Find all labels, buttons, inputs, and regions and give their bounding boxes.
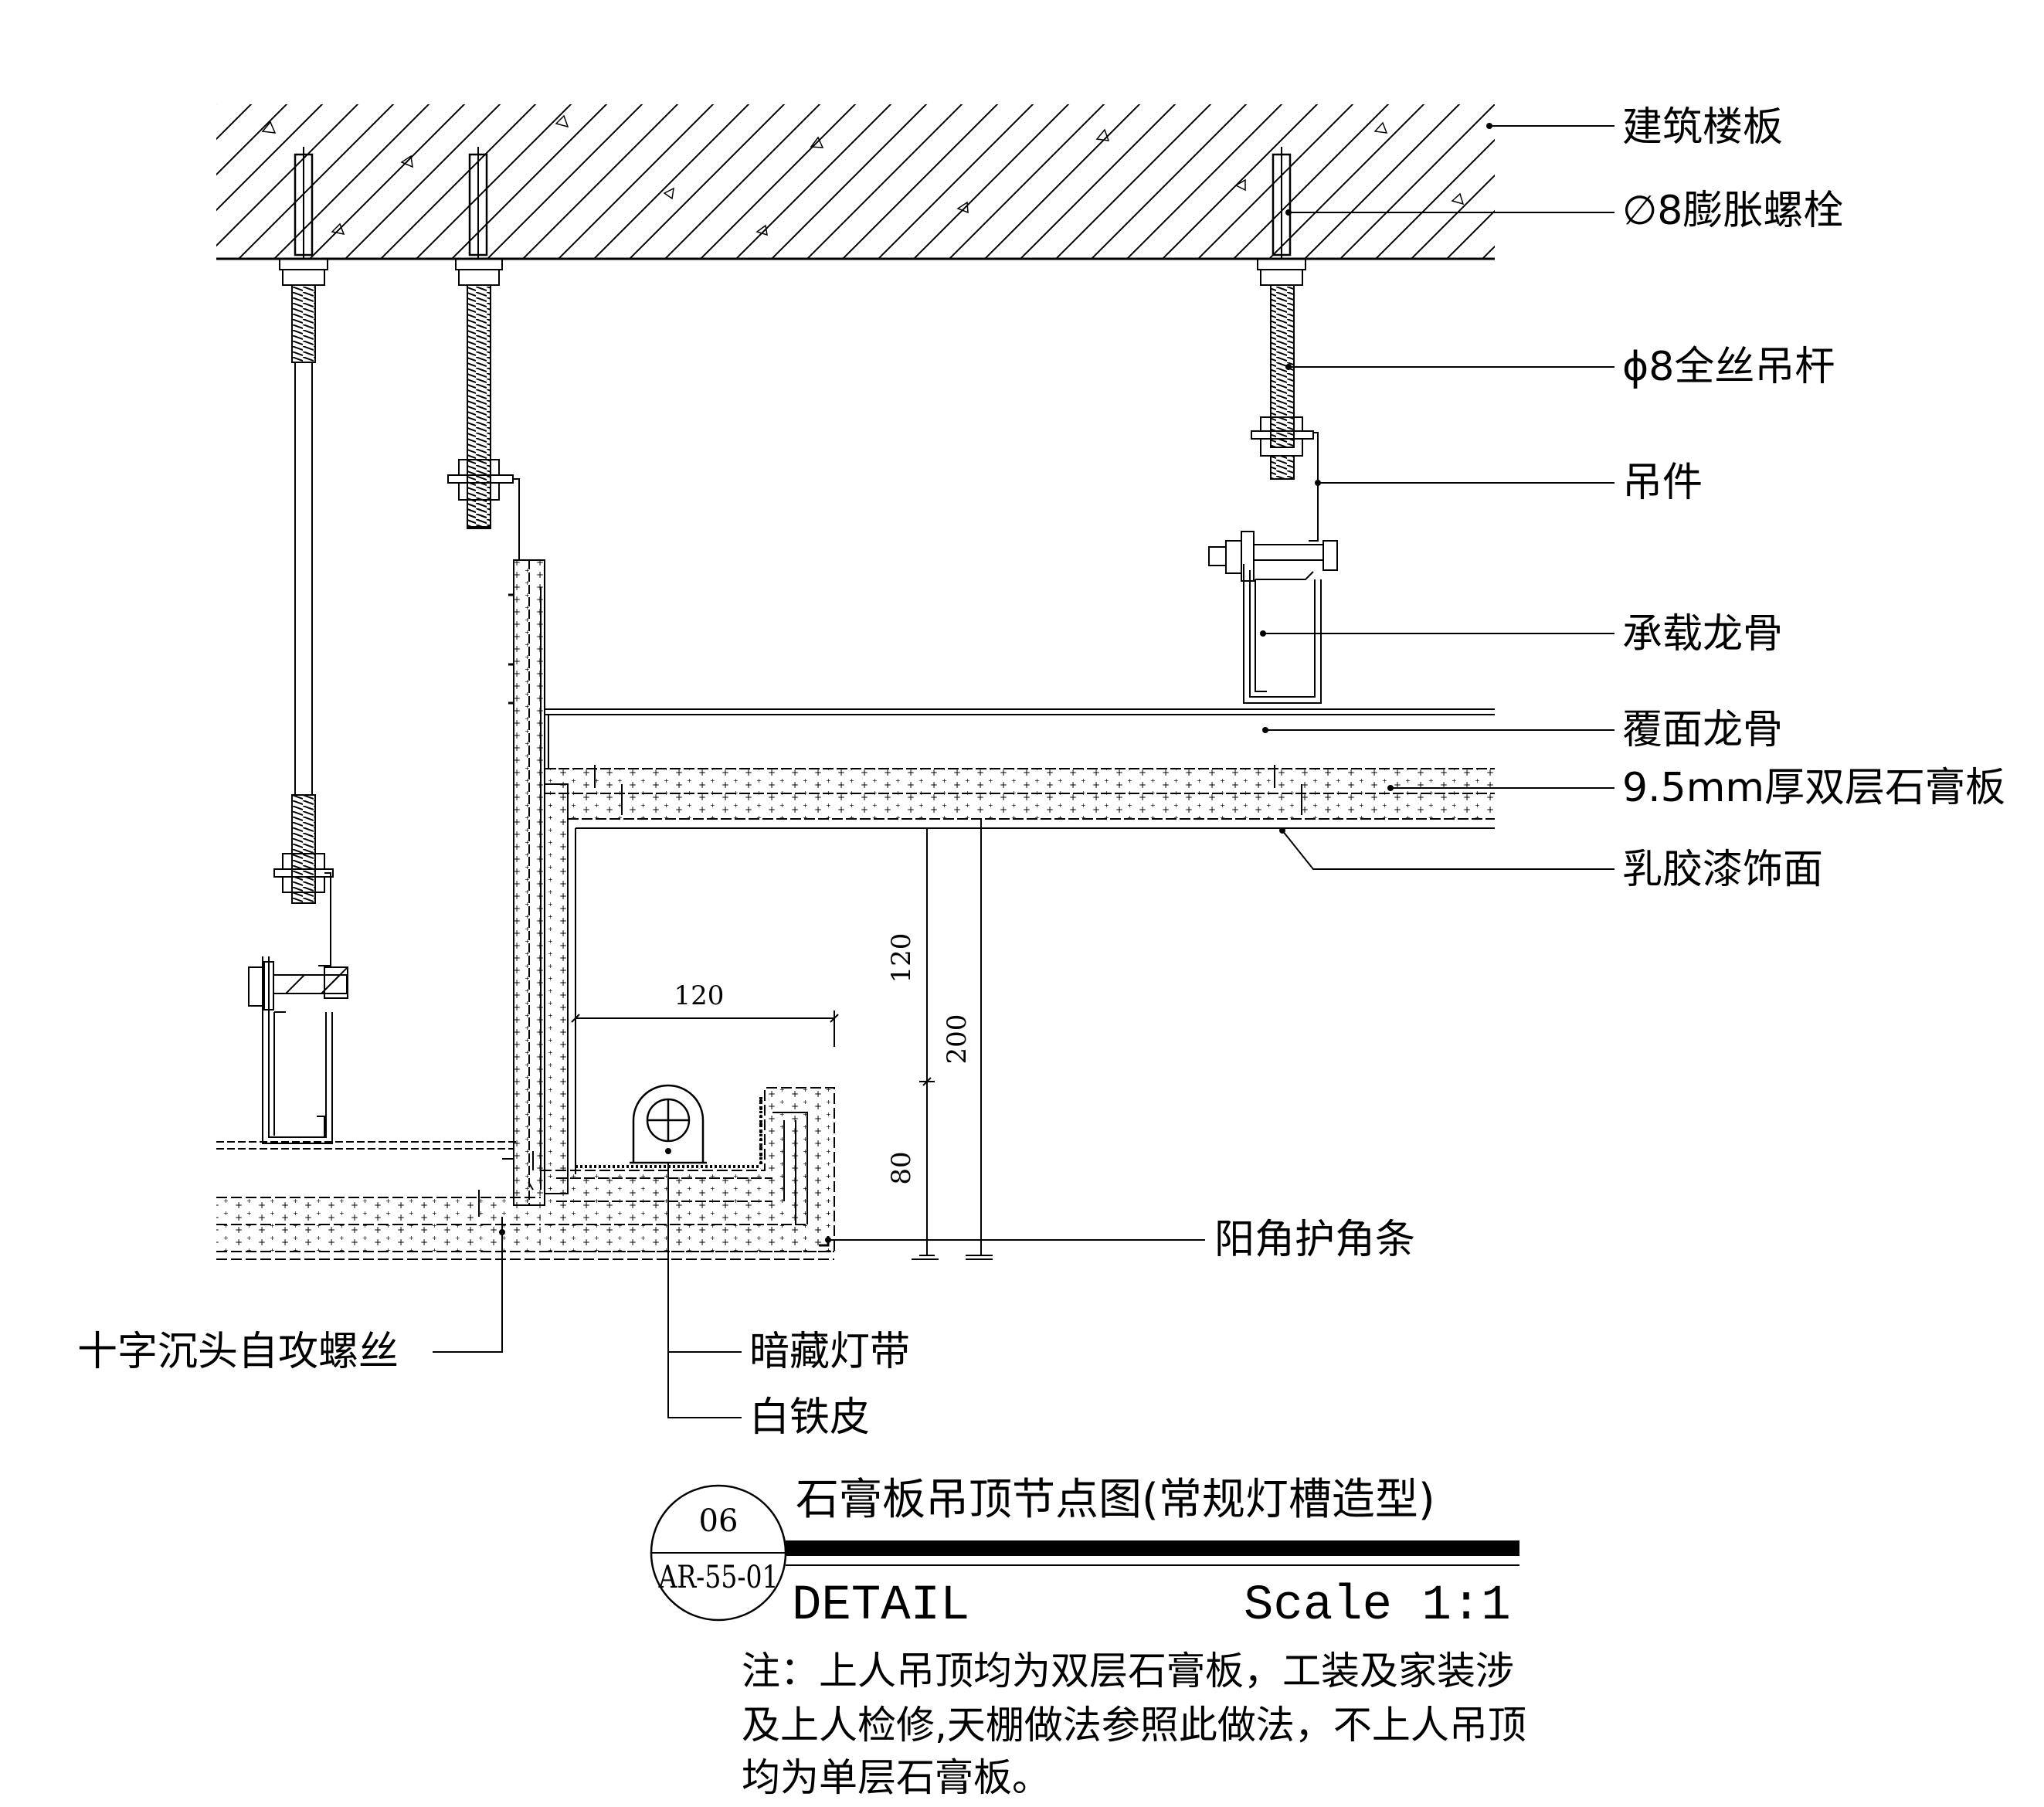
label-led-strip: 暗藏灯带 — [749, 1329, 910, 1375]
dimension-lines — [571, 819, 993, 1260]
label-hanger: 吊件 — [1622, 460, 1703, 506]
leader-lines — [433, 125, 1614, 1418]
label-cover-keel: 覆面龙骨 — [1622, 707, 1783, 753]
concrete-slab — [216, 104, 1495, 260]
upper-ceiling — [545, 708, 1495, 1174]
label-latex-paint: 乳胶漆饰面 — [1622, 847, 1823, 893]
label-tin-sheet: 白铁皮 — [749, 1394, 870, 1441]
vertical-gypsum-wall — [508, 559, 569, 1206]
dim-horizontal-120: 120 — [674, 980, 725, 1011]
title-block — [650, 1484, 1519, 1622]
detail-number: 06 — [699, 1503, 738, 1539]
dim-vertical-120: 120 — [886, 933, 917, 983]
label-corner-bead: 阳角护角条 — [1214, 1217, 1415, 1263]
label-rod: ϕ8全丝吊杆 — [1622, 344, 1835, 390]
hanger-rod-left — [248, 147, 348, 1144]
hanger-rod-right — [1208, 147, 1338, 704]
label-slab: 建筑楼板 — [1622, 104, 1783, 151]
label-gypsum-board: 9.5mm厚双层石膏板 — [1622, 765, 2005, 811]
light-trough — [541, 1087, 835, 1252]
dim-vertical-80: 80 — [886, 1151, 917, 1184]
leader-dots — [499, 123, 1492, 1243]
note-line-1: 注：上人吊顶均为双层石膏板，工装及家装涉 — [742, 1649, 1514, 1693]
hanger-rod-middle — [447, 147, 533, 561]
detail-title: 石膏板吊顶节点图(常规灯槽造型) — [796, 1475, 1435, 1525]
note-line-2: 及上人检修,天棚做法参照此做法，不上人吊顶 — [742, 1703, 1526, 1748]
detail-label: DETAIL — [792, 1578, 969, 1634]
label-expansion-bolt: ∅8膨胀螺栓 — [1622, 188, 1843, 234]
scale-label: Scale 1:1 — [1244, 1578, 1511, 1634]
note-line-3: 均为单层石膏板。 — [742, 1755, 1051, 1800]
dim-vertical-200: 200 — [942, 1014, 973, 1065]
label-main-keel: 承载龙骨 — [1622, 611, 1783, 657]
sheet-number: AR-55-01 — [658, 1560, 779, 1595]
label-screw: 十字沉头自攻螺丝 — [77, 1329, 399, 1375]
